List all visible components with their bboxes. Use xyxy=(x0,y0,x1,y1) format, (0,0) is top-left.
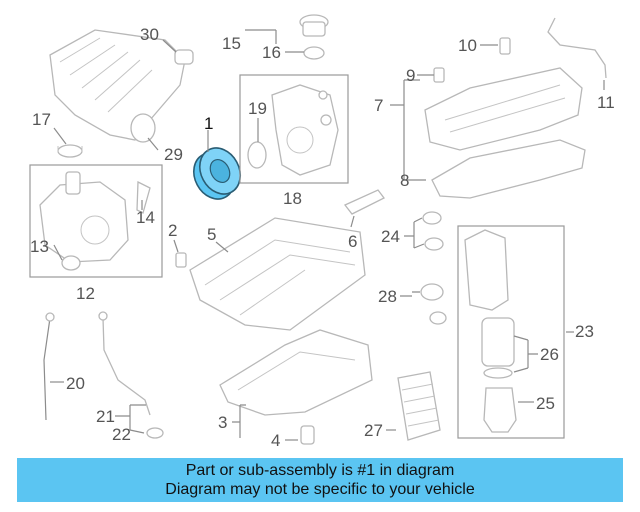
callout-24: 24 xyxy=(381,227,400,246)
callout-5: 5 xyxy=(207,225,216,244)
callout-2: 2 xyxy=(168,221,177,240)
callout-1: 1 xyxy=(204,114,213,133)
valve-cover-gasket-drawing xyxy=(431,139,586,199)
seals-28-drawing xyxy=(420,283,447,325)
callout-19: 19 xyxy=(248,99,267,118)
valve-cover-drawing xyxy=(424,67,583,151)
seal-16-drawing xyxy=(303,46,325,60)
oil-filter-housing-drawing xyxy=(464,229,517,433)
callout-8: 8 xyxy=(400,171,409,190)
oil-pan-lower-drawing xyxy=(219,329,373,416)
callout-13: 13 xyxy=(30,237,49,256)
bolt-10-drawing xyxy=(499,37,511,55)
exploded-parts-diagram: 1 2 3 4 5 6 7 8 9 10 11 12 13 14 15 16 1… xyxy=(29,14,615,450)
group-23-frame xyxy=(457,225,565,439)
drain-plug-4-drawing xyxy=(300,425,315,445)
seal-17-drawing xyxy=(57,144,83,158)
dipstick-20-drawing xyxy=(43,312,55,421)
callout-3: 3 xyxy=(218,413,227,432)
seals-24-drawing xyxy=(422,211,444,251)
callout-12: 12 xyxy=(76,284,95,303)
bolt-2-drawing xyxy=(175,252,187,268)
callout-23: 23 xyxy=(575,322,594,341)
leader-lines xyxy=(50,29,605,441)
callout-18: 18 xyxy=(283,189,302,208)
bolt-9-drawing xyxy=(433,67,445,83)
group-18-frame xyxy=(239,74,349,184)
water-pump-housing-drawing xyxy=(39,171,129,263)
info-banner: Part or sub-assembly is #1 in diagram Di… xyxy=(17,458,623,502)
callout-28: 28 xyxy=(378,287,397,306)
oil-pan-upper-drawing xyxy=(189,217,366,331)
callout-20: 20 xyxy=(66,374,85,393)
dipstick-tube-21-drawing xyxy=(98,311,151,416)
callout-6: 6 xyxy=(348,232,357,251)
highlighted-part-1-drawing xyxy=(192,147,242,200)
callout-29: 29 xyxy=(164,145,183,164)
callout-15: 15 xyxy=(222,34,241,53)
group-12-frame xyxy=(29,164,163,278)
callout-14: 14 xyxy=(136,208,155,227)
callout-17: 17 xyxy=(32,110,51,129)
seal-22-drawing xyxy=(146,427,164,439)
callout-26: 26 xyxy=(540,345,559,364)
callout-9: 9 xyxy=(406,66,415,85)
callout-7: 7 xyxy=(374,96,383,115)
callout-16: 16 xyxy=(262,43,281,62)
sensor-6-drawing xyxy=(343,189,385,215)
seal-19-drawing xyxy=(247,141,267,169)
gasket-30-drawing xyxy=(174,49,194,65)
callout-21: 21 xyxy=(96,407,115,426)
callout-30: 30 xyxy=(140,25,159,44)
banner-line-disclaimer: Diagram may not be specific to your vehi… xyxy=(165,481,475,498)
callout-27: 27 xyxy=(364,421,383,440)
hose-11-drawing xyxy=(547,17,607,79)
seal-13-drawing xyxy=(61,255,81,271)
callout-11: 11 xyxy=(597,93,615,112)
banner-line-part-number: Part or sub-assembly is #1 in diagram xyxy=(185,462,455,479)
callout-25: 25 xyxy=(536,394,555,413)
callout-22: 22 xyxy=(112,425,131,444)
intake-manifold-drawing xyxy=(49,29,186,143)
oil-cooler-27-drawing xyxy=(397,371,441,441)
bolt-14-drawing xyxy=(136,180,151,214)
oil-filler-cap-drawing xyxy=(299,14,329,37)
callout-10: 10 xyxy=(458,36,477,55)
timing-cover-drawing xyxy=(271,84,339,176)
callout-4: 4 xyxy=(271,431,280,450)
